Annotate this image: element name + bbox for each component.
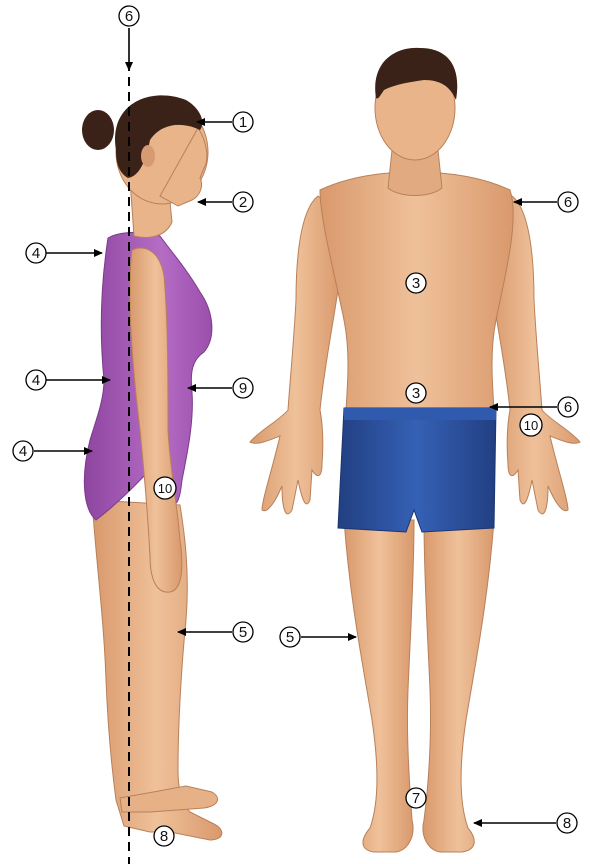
callout-chin: 2 — [233, 192, 253, 212]
callout-buttocks: 4 — [13, 441, 33, 461]
front-view-figure — [250, 48, 580, 852]
side-ear — [141, 145, 155, 167]
callout-hip-text: 6 — [564, 399, 572, 416]
callout-buttocks-text: 4 — [19, 443, 27, 460]
callout-hand-front-text: 10 — [524, 418, 538, 433]
callout-plumb-text: 6 — [125, 8, 133, 25]
callout-hand-side-text: 10 — [158, 481, 172, 496]
callout-lower-back-text: 4 — [32, 372, 40, 389]
callout-belly: 9 — [233, 378, 253, 398]
callout-head-top: 1 — [233, 112, 253, 132]
callout-plumb: 6 — [119, 6, 139, 26]
callout-belly-text: 9 — [239, 380, 247, 397]
callout-foot-front-text: 8 — [563, 815, 571, 832]
callout-foot-front: 8 — [557, 813, 577, 833]
callout-abdomen-text: 3 — [412, 385, 420, 402]
side-view-figure — [82, 95, 222, 840]
callout-lower-back: 4 — [26, 370, 46, 390]
callout-knee-front-text: 5 — [286, 629, 294, 646]
front-shorts — [338, 408, 496, 532]
callout-abdomen: 3 — [406, 383, 426, 403]
callout-knee-side-text: 5 — [239, 624, 247, 641]
callout-ankle: 7 — [406, 788, 426, 808]
callout-ankle-text: 7 — [412, 790, 420, 807]
callout-chest-text: 3 — [412, 275, 420, 292]
callout-upper-back: 4 — [26, 243, 46, 263]
callout-upper-back-text: 4 — [32, 245, 40, 262]
callout-chest: 3 — [406, 273, 426, 293]
callout-chin-text: 2 — [239, 194, 247, 211]
front-left-leg — [344, 520, 414, 852]
callout-knee-side: 5 — [233, 622, 253, 642]
callout-shoulder-text: 6 — [564, 194, 572, 211]
front-right-leg — [423, 520, 494, 852]
callout-foot-side-text: 8 — [160, 828, 168, 845]
callout-foot-side: 8 — [154, 826, 174, 846]
callout-hand-side: 10 — [154, 477, 176, 499]
front-shorts-waistband — [344, 408, 496, 420]
callout-shoulder: 6 — [558, 192, 578, 212]
callout-hip: 6 — [558, 397, 578, 417]
side-hair-bun — [82, 110, 114, 150]
front-right-arm — [250, 196, 341, 514]
callout-knee-front: 5 — [280, 627, 300, 647]
callout-hand-front: 10 — [520, 414, 542, 436]
callout-head-top-text: 1 — [239, 114, 247, 131]
